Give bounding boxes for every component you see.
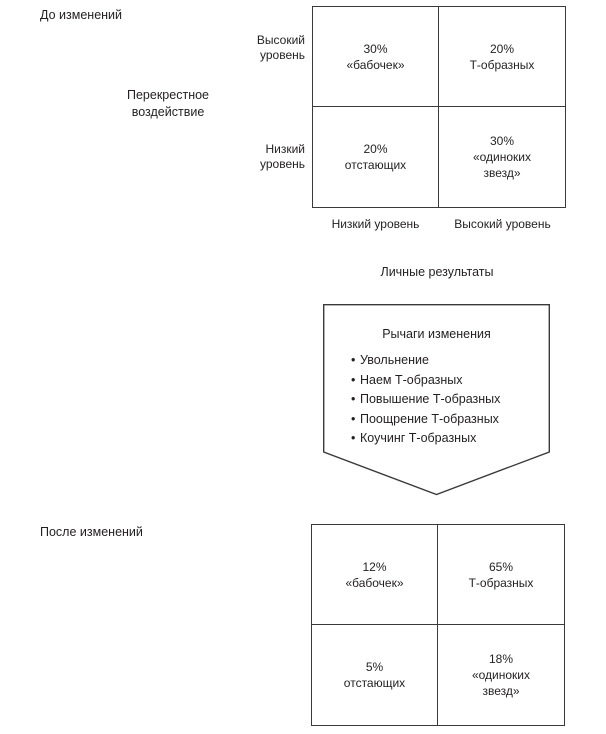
before-row-label-low-line1: Низкий bbox=[265, 142, 305, 156]
levers-list-item: Коучинг Т-образных bbox=[351, 429, 550, 449]
after-cell-top-right: 65% Т-образных bbox=[438, 525, 564, 625]
before-cell-bottom-right-label-line1: «одиноких bbox=[472, 150, 532, 164]
before-row-label-high: Высокий уровень bbox=[205, 33, 305, 63]
levers-chevron: Рычаги изменения Увольнение Наем Т-образ… bbox=[323, 304, 550, 496]
before-cell-bottom-left: 20% отстающих bbox=[313, 107, 439, 207]
levers-title: Рычаги изменения bbox=[382, 327, 491, 341]
before-cell-bottom-left-value: 20% bbox=[363, 142, 388, 156]
before-col-label-high: Высокий уровень bbox=[454, 217, 551, 231]
before-cell-top-left-label: «бабочек» bbox=[346, 57, 405, 72]
before-cell-top-right: 20% Т-образных bbox=[439, 7, 565, 107]
levers-content: Рычаги изменения Увольнение Наем Т-образ… bbox=[323, 304, 550, 449]
after-cell-bottom-right-label-line1: «одиноких bbox=[471, 668, 531, 682]
before-cell-bottom-right: 30% «одиноких звезд» bbox=[439, 107, 565, 207]
after-cell-bottom-right-value: 18% bbox=[488, 652, 514, 666]
after-matrix: 12% «бабочек» 65% Т-образных 5% отстающи… bbox=[311, 524, 565, 726]
before-row-label-low: Низкий уровень bbox=[205, 142, 305, 172]
before-row-label-high-line1: Высокий bbox=[256, 33, 305, 47]
after-cell-top-left-label: «бабочек» bbox=[345, 575, 404, 590]
before-cell-top-right-label: Т-образных bbox=[469, 57, 535, 72]
before-col-label-low: Низкий уровень bbox=[331, 217, 420, 231]
after-cell-bottom-right: 18% «одиноких звезд» bbox=[438, 625, 564, 725]
before-cell-bottom-right-value: 30% bbox=[489, 134, 515, 148]
after-cell-top-right-label: Т-образных bbox=[468, 575, 534, 590]
before-row-label-high-line2: уровень bbox=[259, 48, 305, 62]
after-cell-top-left: 12% «бабочек» bbox=[312, 525, 438, 625]
cross-impact-axis-title: Перекрестное воздействие bbox=[78, 87, 258, 121]
before-row-label-low-line2: уровень bbox=[259, 157, 305, 171]
after-cell-bottom-left-value: 5% bbox=[365, 660, 384, 674]
before-cell-top-left: 30% «бабочек» bbox=[313, 7, 439, 107]
after-cell-top-right-value: 65% bbox=[488, 559, 514, 574]
before-cell-bottom-right-label-line2: звезд» bbox=[483, 166, 521, 180]
levers-list-item: Увольнение bbox=[351, 351, 550, 371]
after-cell-bottom-right-label-line2: звезд» bbox=[482, 684, 520, 698]
cross-impact-axis-title-line2: воздействие bbox=[131, 105, 205, 119]
before-cell-top-right-value: 20% bbox=[489, 41, 515, 56]
after-section-label: После изменений bbox=[40, 525, 143, 539]
after-cell-bottom-left: 5% отстающих bbox=[312, 625, 438, 725]
before-matrix: 30% «бабочек» 20% Т-образных 20% отстающ… bbox=[312, 6, 566, 208]
cross-impact-axis-title-line1: Перекрестное bbox=[127, 88, 209, 102]
before-section-label: До изменений bbox=[40, 8, 123, 22]
levers-list-item: Повышение Т-образных bbox=[351, 390, 550, 410]
levers-list-item: Наем Т-образных bbox=[351, 371, 550, 391]
before-cell-bottom-left-label: отстающих bbox=[344, 158, 407, 172]
personal-results-axis-title: Личные результаты bbox=[380, 265, 494, 279]
levers-list-item: Поощрение Т-образных bbox=[351, 410, 550, 430]
levers-list: Увольнение Наем Т-образных Повышение Т-о… bbox=[323, 351, 550, 449]
after-cell-top-left-value: 12% bbox=[362, 559, 387, 574]
after-cell-bottom-left-label: отстающих bbox=[343, 676, 406, 690]
before-cell-top-left-value: 30% bbox=[363, 41, 388, 56]
